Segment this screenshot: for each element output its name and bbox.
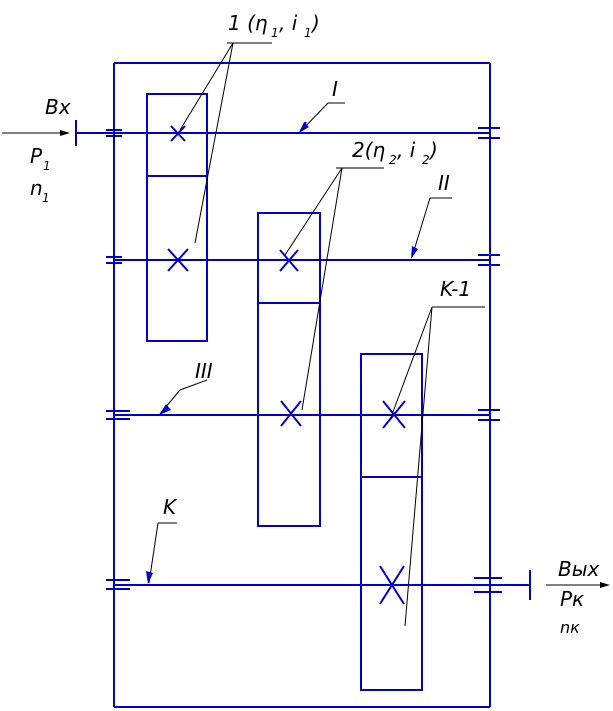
shaft-lines (75, 132, 530, 586)
input-speed-label: n (30, 176, 43, 200)
housing-frame (113, 62, 491, 708)
output-label: Вых (558, 557, 600, 581)
leader-lines (2, 42, 610, 627)
input-label: Вх (45, 95, 71, 119)
shaftk-label: K (163, 495, 178, 519)
bearings-left (106, 129, 130, 590)
shaft1-label: I (332, 77, 338, 101)
stage2-label: 2(η (352, 138, 386, 162)
stage2-sub1: 2 (389, 153, 397, 167)
stage1-mid: , i (279, 11, 298, 35)
stage1-label: 1 (η (228, 11, 268, 35)
input-power-label: P (30, 144, 43, 168)
stage2-mid: , i (397, 138, 416, 162)
stage1-end: ) (310, 11, 320, 35)
bearings-right (474, 127, 502, 593)
input-power-sub: 1 (43, 159, 51, 173)
shaft2-label: II (438, 171, 450, 195)
stage2-sub2: 2 (422, 153, 430, 167)
shaft3-label: III (195, 359, 213, 383)
stage1-sub2: 1 (304, 26, 312, 40)
output-speed-label: nк (560, 618, 580, 637)
stage2-end: ) (428, 138, 438, 162)
gear-stage-1 (146, 93, 208, 342)
stage1-sub1: 1 (271, 26, 279, 40)
gear-stage-2 (257, 212, 321, 527)
output-power-label: Pк (560, 587, 584, 611)
input-speed-sub: 1 (42, 191, 50, 205)
stagek-label: K-1 (440, 277, 471, 301)
gear-stage-k (360, 353, 423, 691)
